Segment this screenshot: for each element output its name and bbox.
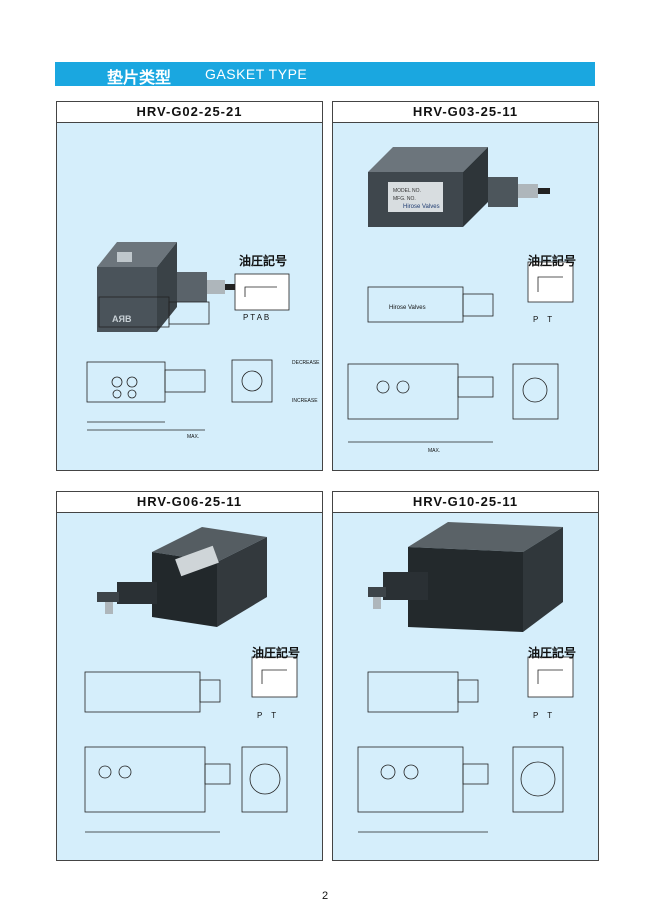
nameplate-model: MODEL NO. xyxy=(393,188,421,194)
section-title-en: GASKET TYPE xyxy=(205,66,308,82)
nameplate-brand: Hirose Valves xyxy=(403,204,440,210)
increase-label: INCREASE xyxy=(292,398,318,404)
hydraulic-symbol-box xyxy=(527,261,574,303)
panel-hrv-g03: HRV-G03-25-11 MODEL NO. MFG. NO. Hirose … xyxy=(332,101,599,471)
decrease-label: DECREASE xyxy=(292,360,320,366)
panel-hrv-g10: HRV-G10-25-11 P T 油圧記号 xyxy=(332,491,599,861)
page-number: 2 xyxy=(321,890,329,902)
panel-model-title: HRV-G10-25-11 xyxy=(333,492,598,513)
max-label: MAX. xyxy=(428,448,440,454)
dimension-drawing xyxy=(357,671,564,833)
panel-drawing: P T xyxy=(357,522,574,833)
max-label: MAX. xyxy=(187,434,199,440)
dimension-drawing xyxy=(86,296,273,431)
panel-drawing: P T xyxy=(84,527,298,833)
drawing-brand: Hirose Valves xyxy=(389,305,426,311)
panel-drawing: AЯB P T A B DECREASE INCREASE MAX. xyxy=(86,242,320,440)
hydraulic-symbol-box xyxy=(251,656,298,698)
dimension-drawing xyxy=(84,671,288,833)
valve-photo: MODEL NO. MFG. NO. Hirose Valves xyxy=(368,147,550,227)
hydraulic-symbol-box xyxy=(234,273,290,311)
port-labels: P T xyxy=(533,711,552,720)
section-title-zh: 垫片类型 xyxy=(107,68,172,87)
symbol-title: 油圧記号 xyxy=(528,254,577,268)
panel-hrv-g02: HRV-G02-25-21 AЯB P T A B xyxy=(56,101,323,471)
valve-photo xyxy=(368,522,563,632)
panel-drawing: MODEL NO. MFG. NO. Hirose Valves Hirose … xyxy=(347,147,574,454)
hydraulic-symbol-box xyxy=(527,656,574,698)
port-labels: P T xyxy=(257,711,276,720)
port-labels: P T xyxy=(533,315,552,324)
panel-hrv-g06: HRV-G06-25-11 P T 油圧記号 xyxy=(56,491,323,861)
symbol-title: 油圧記号 xyxy=(252,646,301,660)
section-banner: 垫片类型 GASKET TYPE xyxy=(55,62,595,87)
dimension-drawing xyxy=(347,286,559,443)
symbol-title: 油圧記号 xyxy=(239,254,288,268)
panel-model-title: HRV-G03-25-11 xyxy=(333,102,598,123)
symbol-title: 油圧記号 xyxy=(528,646,577,660)
panel-model-title: HRV-G02-25-21 xyxy=(57,102,322,123)
panel-model-title: HRV-G06-25-11 xyxy=(57,492,322,513)
valve-photo xyxy=(97,527,267,627)
nameplate-mfg: MFG. NO. xyxy=(393,196,416,202)
svg-text:AЯB: AЯB xyxy=(112,314,132,324)
valve-photo: AЯB xyxy=(97,242,235,332)
port-labels: P T A B xyxy=(243,313,269,322)
